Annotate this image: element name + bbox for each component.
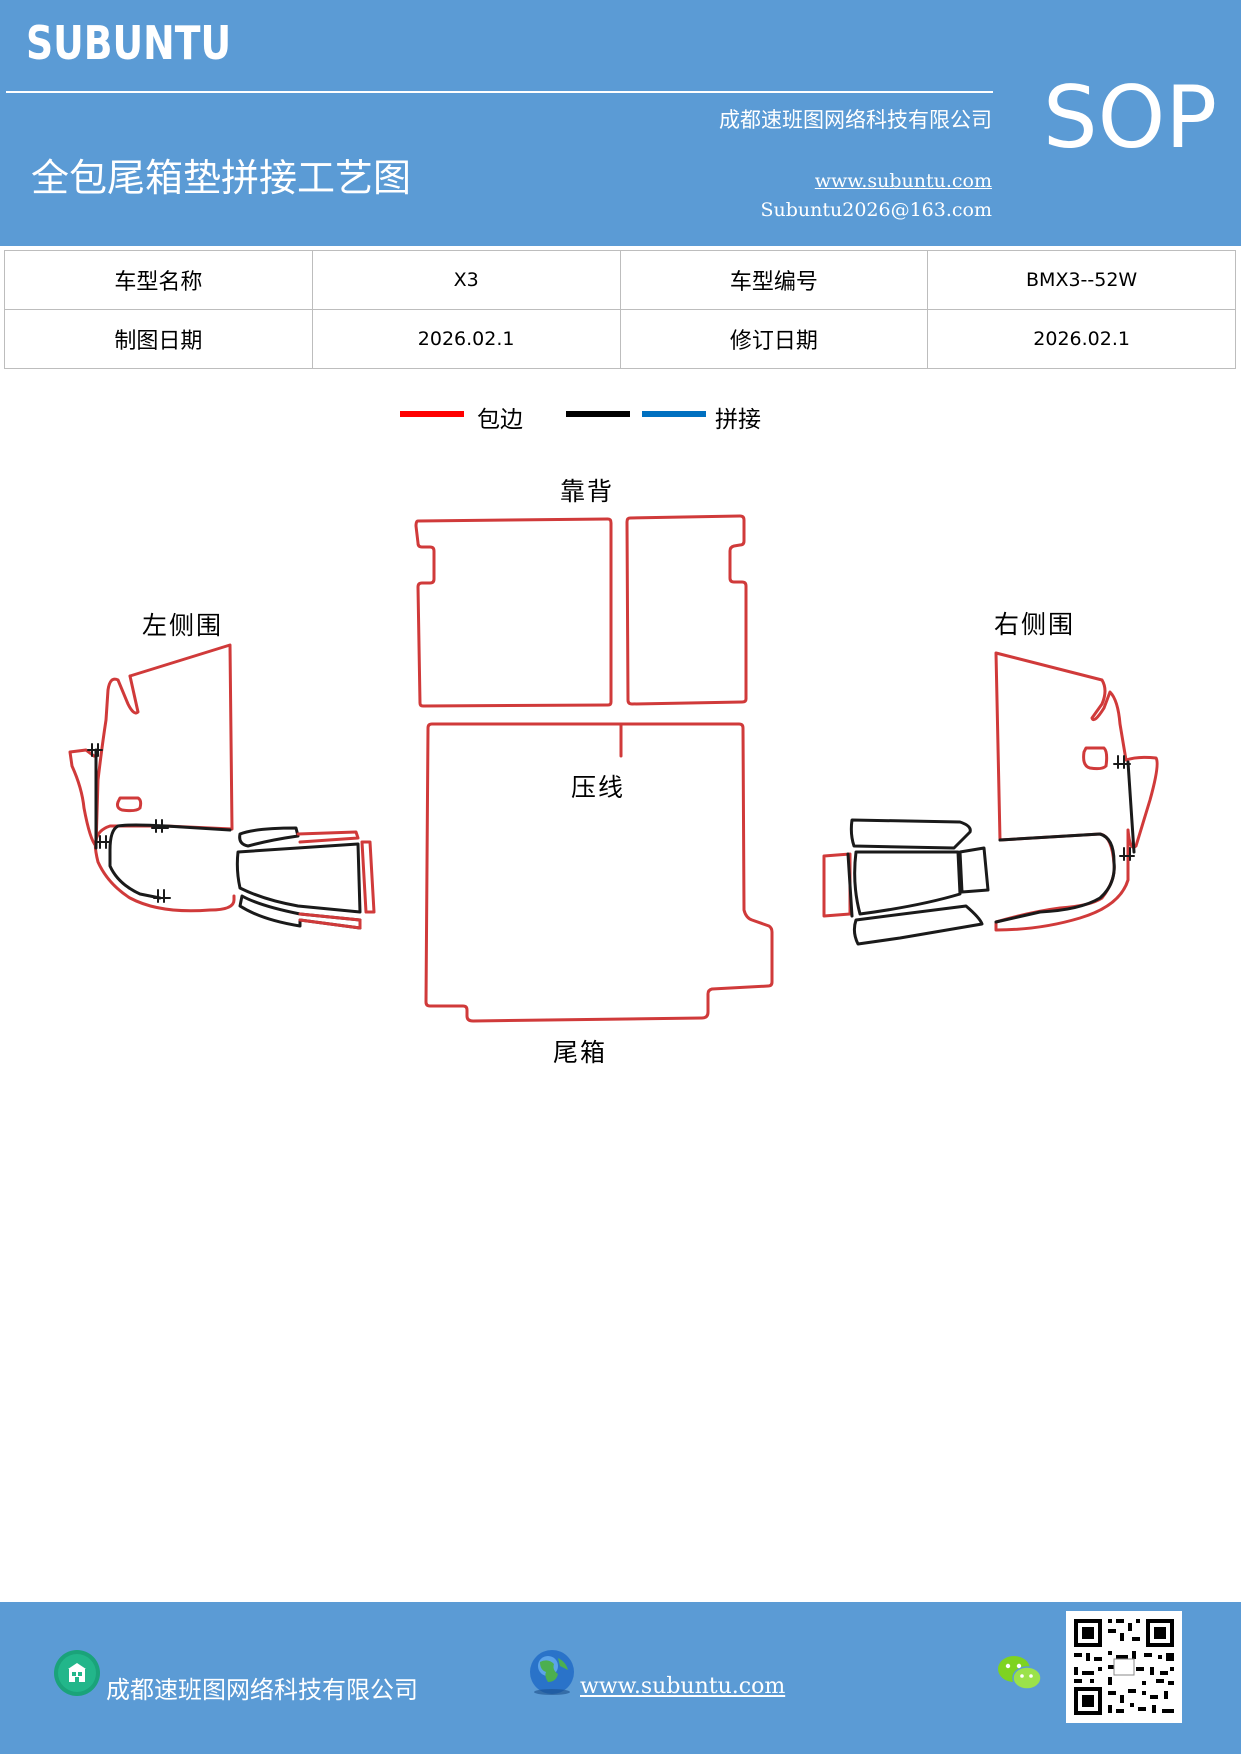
- globe-icon: [530, 1650, 574, 1695]
- left-part-mid: [235, 842, 362, 914]
- label-press-line: 压线: [571, 773, 626, 802]
- legend-swatch-blue: [642, 411, 706, 417]
- left-inner-seam-2: [108, 823, 232, 900]
- right-side-hole: [1082, 746, 1109, 771]
- header-banner: SUBUNTU 成都速班图网络科技有限公司 全包尾箱垫拼接工艺图 www.sub…: [0, 0, 1241, 246]
- legend-label-edging: 包边: [477, 407, 523, 433]
- right-side-panel: [994, 651, 1159, 932]
- website-link[interactable]: www.subuntu.com: [814, 170, 992, 192]
- right-part-top: [849, 818, 972, 850]
- label-right-side: 右侧围: [994, 610, 1076, 639]
- right-inner-seam: [994, 832, 1116, 924]
- revision-date-label: 修订日期: [619, 309, 929, 369]
- right-part-bottom: [852, 904, 984, 946]
- draw-date-value: 2026.02.1: [311, 309, 621, 369]
- right-part-strip-seam: [846, 852, 854, 918]
- left-side-hole: [116, 796, 143, 813]
- model-name-label: 车型名称: [4, 250, 313, 310]
- model-code-value: BMX3--52W: [927, 250, 1236, 310]
- label-trunk: 尾箱: [553, 1038, 608, 1067]
- label-backrest: 靠背: [560, 477, 615, 506]
- left-part-strip: [360, 840, 376, 914]
- model-code-label: 车型编号: [619, 250, 929, 310]
- right-inner-seam-2: [1126, 760, 1136, 854]
- company-name: 成都速班图网络科技有限公司: [719, 108, 992, 132]
- right-part-strip-edge: [822, 852, 852, 918]
- left-part-top-edge: [296, 830, 360, 844]
- sop-badge: SOP: [1043, 68, 1218, 168]
- qr-code: [1066, 1611, 1182, 1723]
- right-part-mid: [853, 850, 962, 916]
- legend-swatch-black: [566, 411, 630, 417]
- left-part-bottom: [238, 894, 362, 930]
- header-divider: [6, 91, 993, 93]
- table-row: 制图日期 2026.02.1 修订日期 2026.02.1: [4, 309, 1236, 369]
- footer-website-link[interactable]: www.subuntu.com: [580, 1674, 786, 1699]
- wechat-icon: [998, 1656, 1042, 1690]
- left-part-bottom-edge: [298, 912, 362, 930]
- backrest-left-panel: [414, 517, 613, 708]
- draw-date-label: 制图日期: [4, 309, 313, 369]
- table-row: 车型名称 X3 车型编号 BMX3--52W: [4, 250, 1236, 310]
- trunk-mat-diagram: [68, 514, 1159, 1023]
- revision-date-value: 2026.02.1: [927, 309, 1236, 369]
- legend-swatch-red: [400, 411, 464, 417]
- footer-company: 成都速班图网络科技有限公司: [106, 1676, 418, 1704]
- model-name-value: X3: [311, 250, 621, 310]
- brand-logo: SUBUNTU: [26, 16, 232, 70]
- email-address: Subuntu2026@163.com: [760, 199, 992, 221]
- legend: 包边 拼接: [400, 400, 800, 440]
- left-side-outline: [68, 674, 140, 848]
- legend-label-splice: 拼接: [715, 407, 761, 433]
- label-left-side: 左侧围: [142, 611, 224, 640]
- right-part-mid-2: [958, 846, 990, 894]
- page-title: 全包尾箱垫拼接工艺图: [31, 156, 412, 200]
- backrest-right-panel: [625, 514, 748, 706]
- left-part-top: [238, 826, 300, 848]
- stitch-marks: [87, 743, 1135, 903]
- vehicle-info-table: 车型名称 X3 车型编号 BMX3--52W 制图日期 2026.02.1 修订…: [4, 250, 1236, 369]
- left-side-panel: [93, 643, 236, 913]
- trunk-floor-panel: [424, 722, 774, 1023]
- building-icon: [54, 1650, 100, 1696]
